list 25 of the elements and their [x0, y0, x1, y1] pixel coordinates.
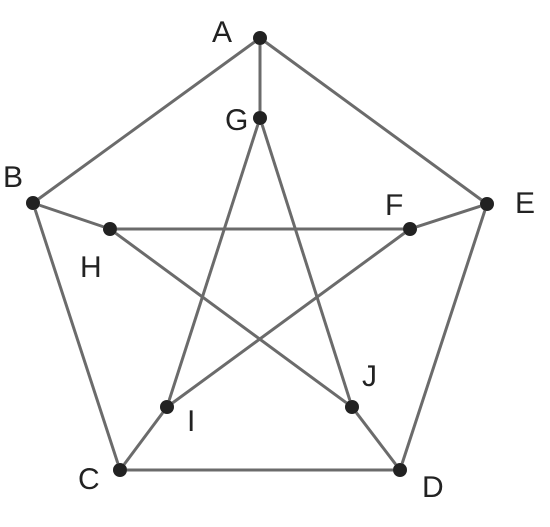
graph-edge — [264, 40, 482, 202]
vertex-label: J — [362, 362, 377, 392]
vertex-label: G — [225, 106, 248, 136]
graph-edge — [117, 228, 403, 230]
vertex-label: H — [80, 253, 102, 283]
graph-edge — [172, 232, 406, 404]
vertex-label: E — [515, 189, 536, 219]
graph-edge — [258, 45, 262, 111]
vertex-label: I — [187, 407, 196, 437]
graph-edge — [34, 209, 120, 464]
graph-edge — [355, 412, 397, 466]
graph-edge — [39, 204, 104, 228]
graph-edge — [114, 232, 348, 404]
graph-edge — [38, 40, 256, 200]
vertex-label: B — [3, 163, 24, 193]
graph-edge — [260, 124, 352, 401]
graph-edge — [416, 204, 481, 228]
graph-edge — [168, 124, 260, 401]
vertex-label: A — [212, 18, 232, 48]
graph-edge — [127, 468, 393, 472]
graph-edge — [122, 412, 164, 466]
vertex-label: D — [422, 473, 444, 503]
vertex-label: C — [78, 465, 100, 495]
graph-edge — [400, 210, 486, 464]
vertex-label: F — [385, 191, 404, 221]
